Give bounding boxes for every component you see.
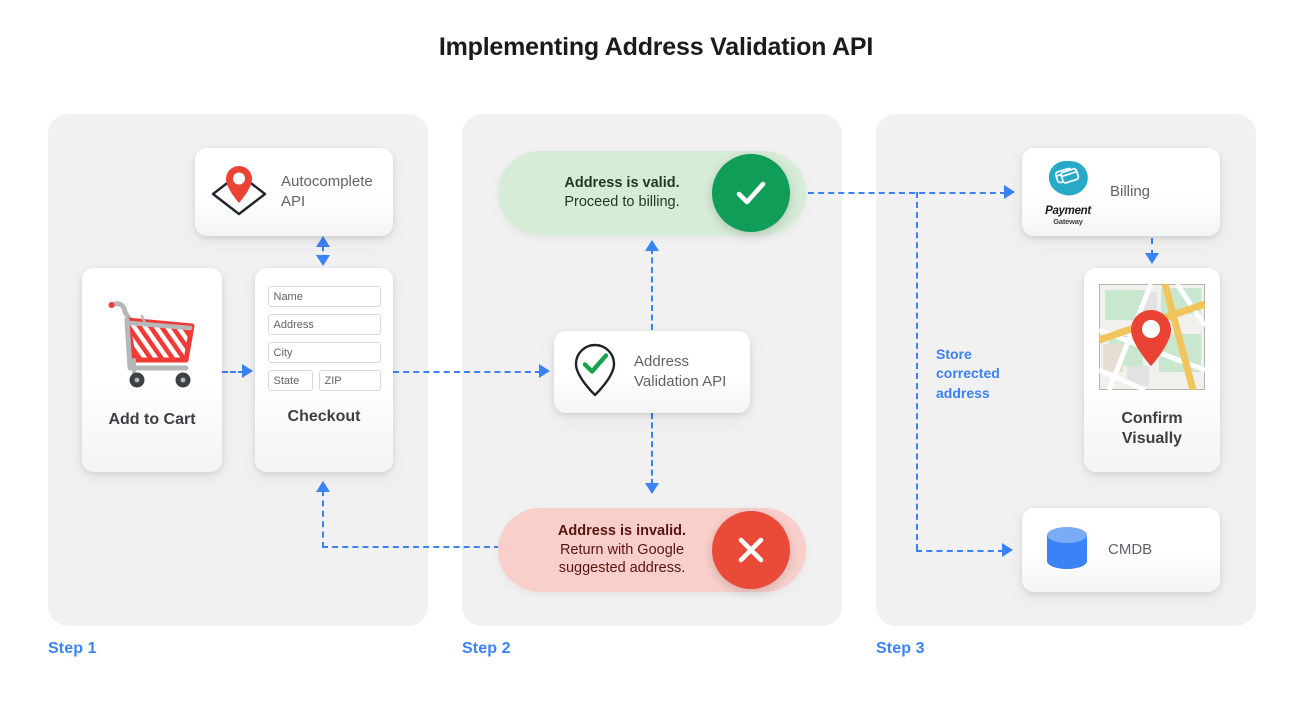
checkout-title: Checkout bbox=[287, 408, 361, 425]
map-pin-check-icon bbox=[570, 341, 620, 404]
confirm-visually-line2: Visually bbox=[1121, 430, 1183, 447]
shopping-cart-icon bbox=[100, 290, 204, 399]
connector-autocomplete-checkout bbox=[322, 246, 324, 260]
form-row-address: Address bbox=[267, 314, 381, 335]
payment-gateway-word: Payment bbox=[1045, 204, 1091, 217]
state-field[interactable]: State bbox=[267, 370, 313, 391]
connector-invalid-to-checkout bbox=[322, 546, 500, 548]
address-valid-pill[interactable]: Address is valid. Proceed to billing. bbox=[498, 151, 806, 235]
add-to-cart-card[interactable]: Add to Cart bbox=[82, 268, 222, 472]
billing-card[interactable]: Payment Gateway Billing bbox=[1022, 148, 1220, 236]
connector-validation-to-valid bbox=[651, 248, 653, 330]
step-1-label: Step 1 bbox=[48, 640, 97, 657]
checkout-card[interactable]: Name Address City State ZIP Checkout bbox=[255, 268, 393, 472]
connector-checkout-to-validation bbox=[393, 371, 541, 373]
page-title: Implementing Address Validation API bbox=[438, 33, 874, 61]
arrowhead-invalid-to-checkout bbox=[316, 481, 330, 492]
cmdb-label: CMDB bbox=[1108, 540, 1153, 558]
address-validation-api-label: Address Validation API bbox=[634, 352, 727, 390]
connector-billing-to-cmdb-vertical bbox=[916, 192, 918, 550]
connector-cart-to-checkout bbox=[222, 371, 244, 373]
form-row-name: Name bbox=[267, 286, 381, 307]
autocomplete-api-label: Autocomplete API bbox=[281, 172, 373, 210]
address-validation-api-card[interactable]: Address Validation API bbox=[554, 331, 750, 413]
address-valid-sub: Proceed to billing. bbox=[564, 194, 680, 210]
address-invalid-pill[interactable]: Address is invalid. Return with Google s… bbox=[498, 508, 806, 592]
billing-label: Billing bbox=[1110, 182, 1151, 200]
arrowhead-down-checkout bbox=[316, 255, 330, 266]
arrowhead-valid-to-billing bbox=[1004, 185, 1015, 199]
form-row-state-zip: State ZIP bbox=[267, 370, 381, 391]
zip-field[interactable]: ZIP bbox=[318, 370, 381, 391]
arrowhead-up-autocomplete bbox=[316, 236, 330, 247]
arrowhead-checkout-to-validation bbox=[539, 364, 550, 378]
connector-valid-to-billing bbox=[808, 192, 1006, 194]
map-pin-diamond-icon bbox=[209, 162, 269, 223]
store-note-line2: corrected bbox=[936, 365, 1000, 382]
autocomplete-api-card[interactable]: Autocomplete API bbox=[195, 148, 393, 236]
cmdb-card[interactable]: CMDB bbox=[1022, 508, 1220, 592]
store-note-line1: Store bbox=[936, 346, 972, 362]
connector-invalid-up-to-checkout bbox=[322, 490, 324, 548]
check-circle-icon bbox=[712, 154, 790, 232]
arrowhead-billing-to-cmdb bbox=[1002, 543, 1013, 557]
address-invalid-strong: Address is invalid. bbox=[557, 523, 687, 540]
arrowhead-validation-to-invalid bbox=[645, 483, 659, 494]
step-2-label: Step 2 bbox=[462, 640, 511, 657]
step-3-label: Step 3 bbox=[876, 640, 925, 657]
arrowhead-billing-to-confirm bbox=[1145, 253, 1159, 264]
confirm-visually-title: Confirm Visually bbox=[1121, 409, 1182, 449]
address-form-icon: Name Address City State ZIP bbox=[267, 286, 381, 398]
x-circle-icon bbox=[712, 511, 790, 589]
arrowhead-validation-to-valid bbox=[645, 240, 659, 251]
connector-validation-to-invalid bbox=[651, 413, 653, 485]
city-field[interactable]: City bbox=[267, 342, 381, 363]
store-corrected-address-note: Store corrected address bbox=[936, 345, 1046, 403]
address-invalid-sub-line1: Return with Google bbox=[559, 541, 685, 558]
connector-billing-to-confirm bbox=[1151, 238, 1153, 256]
confirm-visually-line1: Confirm bbox=[1121, 410, 1183, 427]
connector-billing-to-cmdb-horizontal bbox=[916, 550, 1004, 552]
map-thumbnail-icon bbox=[1097, 282, 1208, 395]
add-to-cart-title: Add to Cart bbox=[108, 411, 196, 428]
form-row-city: City bbox=[267, 342, 381, 363]
address-invalid-sub-line2: suggested address. bbox=[558, 560, 686, 577]
store-note-line3: address bbox=[936, 384, 990, 401]
payment-gateway-sub: Gateway bbox=[1053, 216, 1083, 226]
arrowhead-cart-to-checkout bbox=[242, 364, 253, 378]
address-field[interactable]: Address bbox=[267, 314, 381, 335]
address-invalid-text: Address is invalid. Return with Google s… bbox=[498, 522, 806, 578]
address-valid-text: Address is valid. Proceed to billing. bbox=[498, 174, 806, 211]
confirm-visually-card[interactable]: Confirm Visually bbox=[1084, 268, 1220, 472]
database-cylinder-icon bbox=[1042, 523, 1092, 578]
name-field[interactable]: Name bbox=[267, 286, 381, 307]
payment-gateway-logo: Payment Gateway bbox=[1036, 159, 1100, 226]
address-valid-strong: Address is valid. bbox=[564, 175, 680, 192]
